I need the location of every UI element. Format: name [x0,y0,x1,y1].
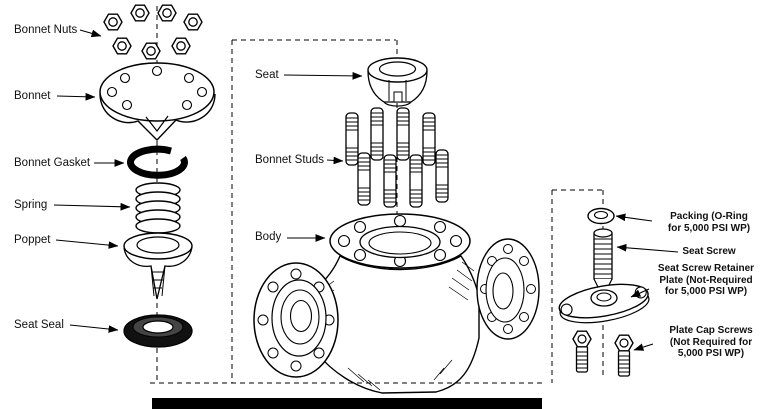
label-seat: Seat [255,69,279,81]
body-left-flange [253,262,339,378]
label-body: Body [255,231,282,243]
spring-part [135,182,181,234]
hex-nut [112,37,132,55]
label-plate-cap-screws: Plate Cap Screws (Not Required for 5,000… [655,325,767,360]
label-packing: Packing (O-Ring for 5,000 PSI WP) [653,211,765,234]
label-retainer-plate-line3: for 5,000 PSI WP) [664,286,748,297]
label-seat-screw: Seat Screw [653,246,765,258]
bonnet-gasket-part [127,145,188,179]
arrow-bonnet-studs [326,156,344,165]
poppet-part [123,232,193,300]
arrow-poppet [55,239,119,249]
body-right-flange [476,238,540,340]
bonnet-nuts-part [103,4,203,60]
label-plate-cap-screws-line3: 5,000 PSI WP) [677,348,745,359]
arrow-seat-screw [616,243,679,253]
hex-nut [141,42,161,60]
label-packing-line1: Packing (O-Ring [670,211,748,222]
label-seat-seal: Seat Seal [14,319,64,331]
label-bonnet: Bonnet [14,90,51,102]
leader-arrows [53,29,679,351]
hex-nut [183,13,203,31]
label-poppet: Poppet [14,234,51,246]
stud [396,107,410,161]
seat-seal-part [123,314,193,348]
bonnet-studs-part [345,107,449,208]
stud [383,154,397,208]
body-silhouette [315,255,480,394]
label-plate-cap-screws-line1: Plate Cap Screws [669,325,753,336]
bonnet-part [99,62,216,142]
hex-nut [157,4,177,22]
stud [370,107,384,161]
stud [345,112,359,166]
label-plate-cap-screws-line2: (Not Required for [669,336,753,348]
label-retainer-plate: Seat Screw Retainer Plate (Not-Required … [646,263,766,298]
stud [357,152,371,206]
arrow-plate-cap-screws [633,343,654,351]
seat-screw-part [593,228,613,290]
arrow-retainer-plate [630,288,650,298]
cap-screw [572,330,592,373]
arrow-bonnet [56,92,96,101]
stud [435,149,449,203]
label-bonnet-gasket: Bonnet Gasket [14,157,91,169]
hex-nut [130,4,150,22]
seat-part [367,57,428,107]
packing-oring-part [587,207,615,225]
arrow-seat [283,72,363,80]
hex-nut [171,37,191,55]
label-packing-line2: for 5,000 PSI WP) [667,222,751,234]
bottom-crop-bar [152,398,542,409]
cap-screw [614,334,634,377]
hex-nut [103,13,123,31]
body-part [253,213,540,394]
stud [422,112,436,166]
label-retainer-plate-line1: Seat Screw Retainer [657,263,755,274]
body-top-flange [329,213,471,269]
arrow-seat-seal [69,324,119,333]
label-retainer-plate-line2: Plate (Not-Required [659,274,753,286]
label-spring: Spring [14,199,48,211]
arrow-spring [53,202,131,211]
stud [409,154,423,208]
retainer-plate-part [558,283,650,324]
label-seat-screw-line1: Seat Screw [682,246,736,257]
label-bonnet-nuts: Bonnet Nuts [14,24,78,36]
arrow-packing [615,213,653,222]
label-bonnet-studs: Bonnet Studs [255,154,325,166]
arrow-bonnet-nuts [79,29,102,38]
